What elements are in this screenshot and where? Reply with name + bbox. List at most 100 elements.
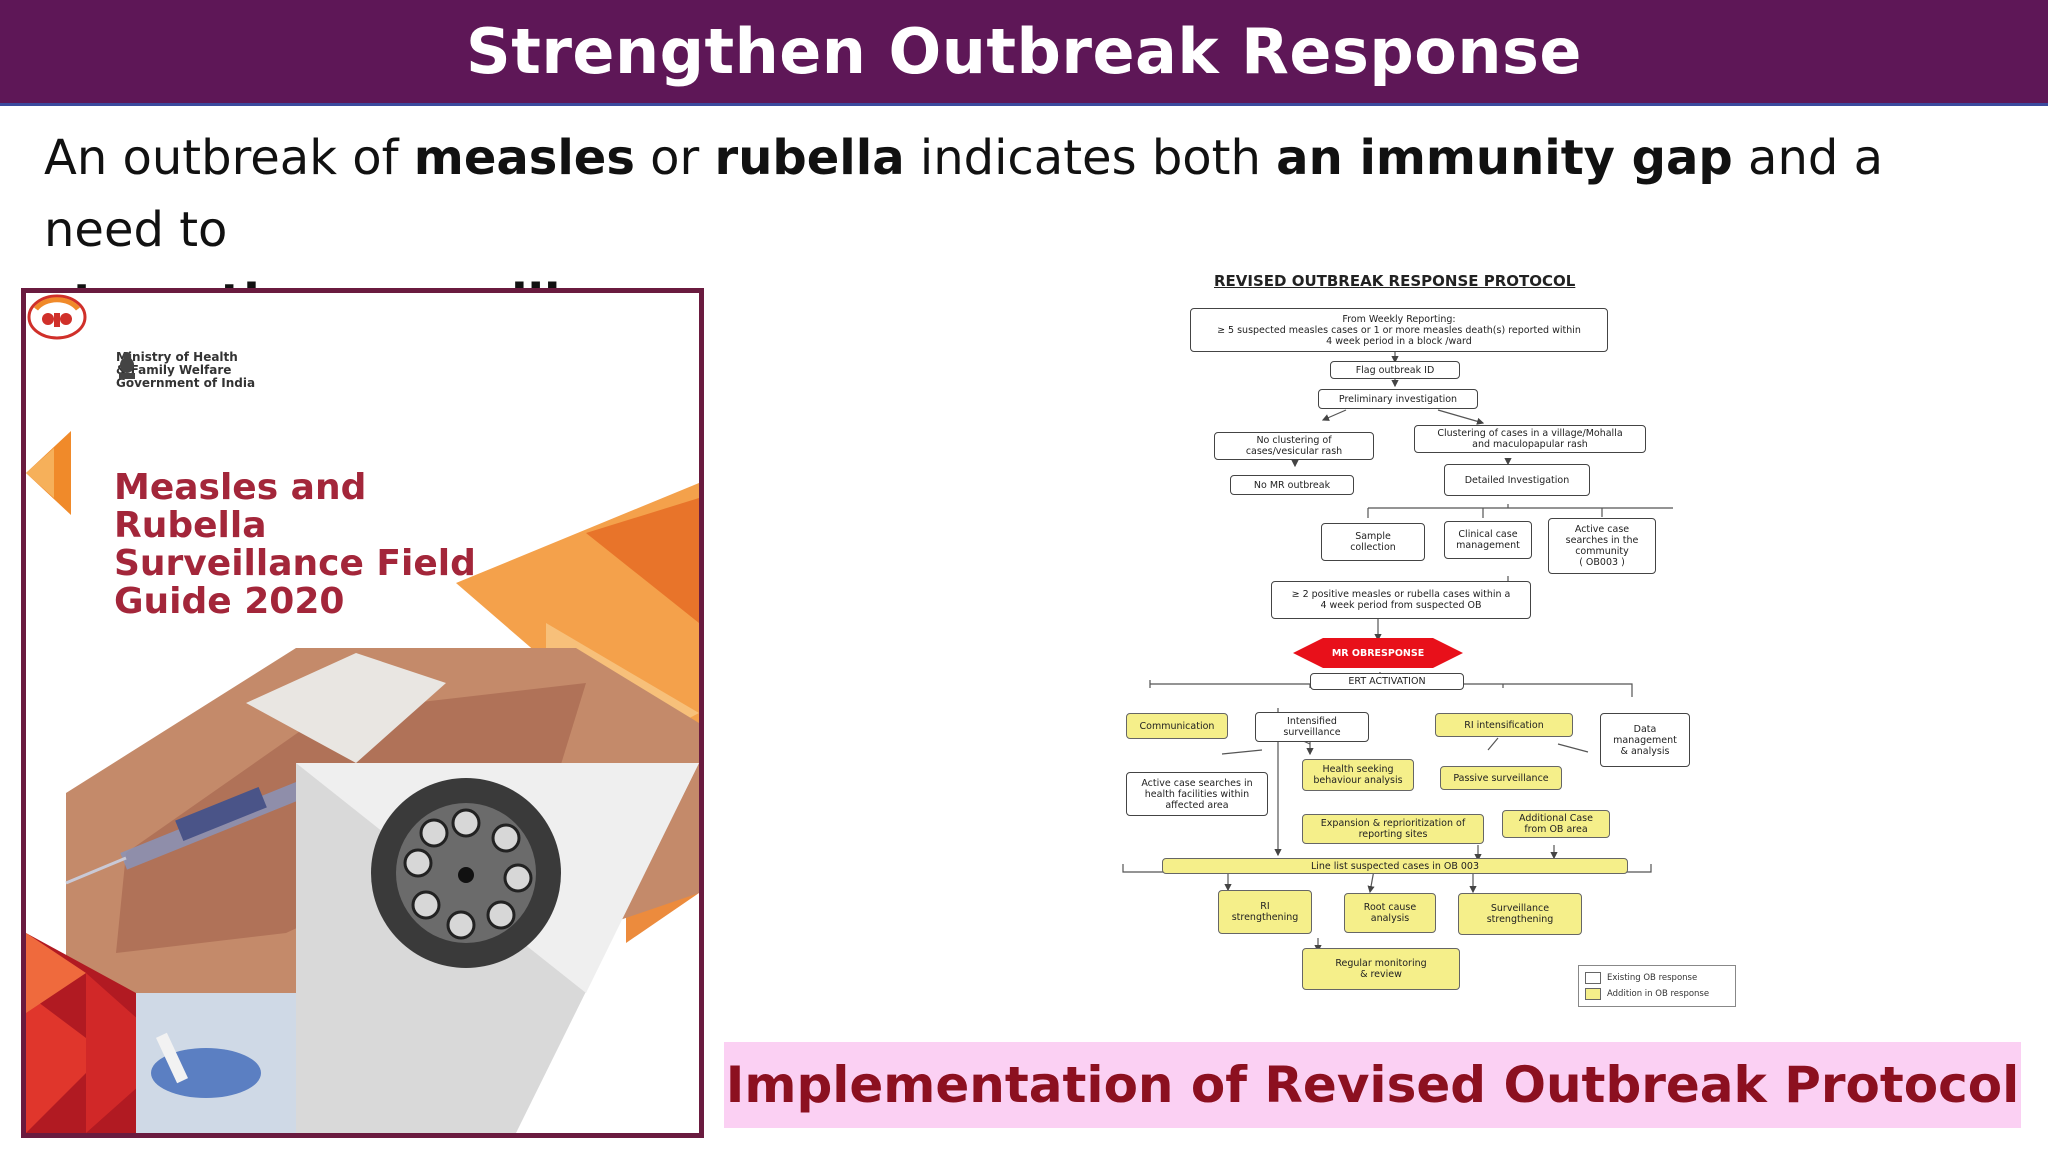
node-ert-activation: ERT ACTIVATION: [1310, 673, 1464, 690]
emblem-icon: [119, 352, 135, 379]
node-flag-outbreak: Flag outbreak ID: [1330, 361, 1460, 379]
outbreak-protocol-flowchart: REVISED OUTBREAK RESPONSE PROTOCOL From …: [1118, 268, 1758, 1018]
node-line: No clustering of: [1256, 435, 1332, 446]
node-line: ( OB003 ): [1579, 557, 1625, 568]
node-line: affected area: [1165, 799, 1229, 811]
node-line: Detailed Investigation: [1464, 474, 1570, 486]
cover-title-line: Measles and: [114, 467, 367, 508]
node-line: 4 week period from suspected OB: [1320, 600, 1482, 611]
field-guide-cover: Ministry of Health & Family Welfare Gove…: [21, 288, 704, 1138]
node-line: strengthening: [1231, 912, 1299, 923]
node-line: management: [1456, 540, 1520, 551]
ministry-line: & Family Welfare: [116, 363, 232, 377]
intro-bold-rubella: rubella: [714, 130, 905, 186]
node-line: RI intensification: [1464, 719, 1544, 731]
cover-orange-arrow-light: [26, 448, 54, 498]
node-line: Communication: [1139, 720, 1215, 732]
node-mr-ob-response: MR OBRESPONSE: [1293, 638, 1463, 668]
slide-title: Strengthen Outbreak Response: [466, 15, 1582, 88]
node-line: reporting sites: [1358, 829, 1428, 840]
node-line: ≥ 2 positive measles or rubella cases wi…: [1291, 589, 1511, 600]
node-line: Flag outbreak ID: [1355, 364, 1435, 376]
legend-label: Existing OB response: [1607, 973, 1698, 983]
cover-title-line: Rubella: [114, 505, 267, 546]
intro-text: and a need to: [44, 130, 1884, 258]
cover-triangle: [586, 498, 699, 623]
intro-text: or: [634, 130, 715, 186]
node-line: community: [1575, 546, 1629, 557]
cover-triangle-red: [26, 993, 106, 1133]
node-preliminary-investigation: Preliminary investigation: [1318, 389, 1478, 409]
node-line: RESPONSE: [1367, 647, 1425, 659]
cover-title-line: Guide 2020: [114, 581, 345, 622]
node-line: & review: [1360, 969, 1402, 980]
node-line: ERT ACTIVATION: [1348, 676, 1426, 687]
node-line: Regular monitoring: [1335, 958, 1427, 969]
ministry-logo: Ministry of Health & Family Welfare Gove…: [116, 351, 255, 390]
node-line: surveillance: [1283, 727, 1341, 738]
node-line: Preliminary investigation: [1338, 393, 1458, 405]
node-positive-cases: ≥ 2 positive measles or rubella cases wi…: [1271, 581, 1531, 619]
legend-swatch-addition: [1585, 988, 1601, 1000]
node-line: from OB area: [1524, 824, 1588, 835]
node-line: cases/vesicular rash: [1245, 446, 1343, 457]
intro-text: An outbreak of: [44, 130, 414, 186]
node-line: Passive surveillance: [1453, 772, 1549, 784]
node-line: and maculopapular rash: [1472, 439, 1588, 450]
node-line: Root cause: [1363, 902, 1417, 913]
node-line: Clinical case: [1458, 529, 1518, 540]
node-line: behaviour analysis: [1313, 775, 1403, 786]
cover-triangle-red: [26, 933, 86, 1013]
intro-bold-measles: measles: [413, 130, 635, 186]
node-line: Active case searches in: [1141, 777, 1253, 789]
node-line: searches in the: [1565, 535, 1639, 546]
legend-swatch-existing: [1585, 972, 1601, 984]
cover-photo-glove: [246, 653, 446, 763]
legend-label: Addition in OB response: [1607, 989, 1710, 999]
node-line: Additional Case: [1519, 813, 1593, 824]
ministry-line: Government of India: [116, 376, 256, 390]
node-line: Sample: [1355, 531, 1391, 542]
node-ri-intensification: RI intensification: [1435, 713, 1573, 737]
node-line: & analysis: [1620, 745, 1670, 757]
node-line-list: Line list suspected cases in OB 003: [1162, 858, 1628, 874]
node-line: Clustering of cases in a village/Mohalla: [1437, 428, 1623, 439]
node-line: Intensified: [1287, 716, 1337, 727]
intro-bold-immunity-gap: an immunity gap: [1276, 130, 1733, 186]
node-regular-monitoring: Regular monitoring& review: [1302, 948, 1460, 990]
cover-title-line: Surveillance Field: [114, 543, 476, 584]
node-line: health facilities within: [1144, 788, 1250, 800]
node-line: Health seeking: [1322, 764, 1394, 775]
node-line: Data: [1633, 723, 1657, 735]
caption-text: Implementation of Revised Outbreak Proto…: [725, 1056, 2020, 1114]
cover-artwork: [26, 431, 699, 1133]
intro-text: indicates both: [904, 130, 1277, 186]
response-diamond-icon: [1293, 638, 1463, 668]
node-passive-surveillance: Passive surveillance: [1440, 766, 1562, 790]
node-communication: Communication: [1126, 713, 1228, 739]
node-detailed-investigation: Detailed Investigation: [1444, 464, 1590, 496]
nhm-logo-icon: [27, 294, 87, 340]
node-line: 4 week period in a block /ward: [1326, 335, 1472, 347]
ministry-line: Ministry of Health: [116, 350, 238, 364]
node-clustering: Clustering of cases in a village/Mohalla…: [1414, 425, 1646, 453]
node-line: Surveillance: [1490, 903, 1550, 914]
node-weekly-reporting: From Weekly Reporting:≥ 5 suspected meas…: [1190, 308, 1608, 352]
caption-banner: Implementation of Revised Outbreak Proto…: [724, 1042, 2021, 1128]
node-line: collection: [1350, 542, 1396, 553]
node-line: From Weekly Reporting:: [1342, 313, 1456, 325]
flowchart-legend: Existing OB response Addition in OB resp…: [1578, 965, 1736, 1007]
cover-title: Measles and Rubella Surveillance Field G…: [114, 469, 534, 621]
